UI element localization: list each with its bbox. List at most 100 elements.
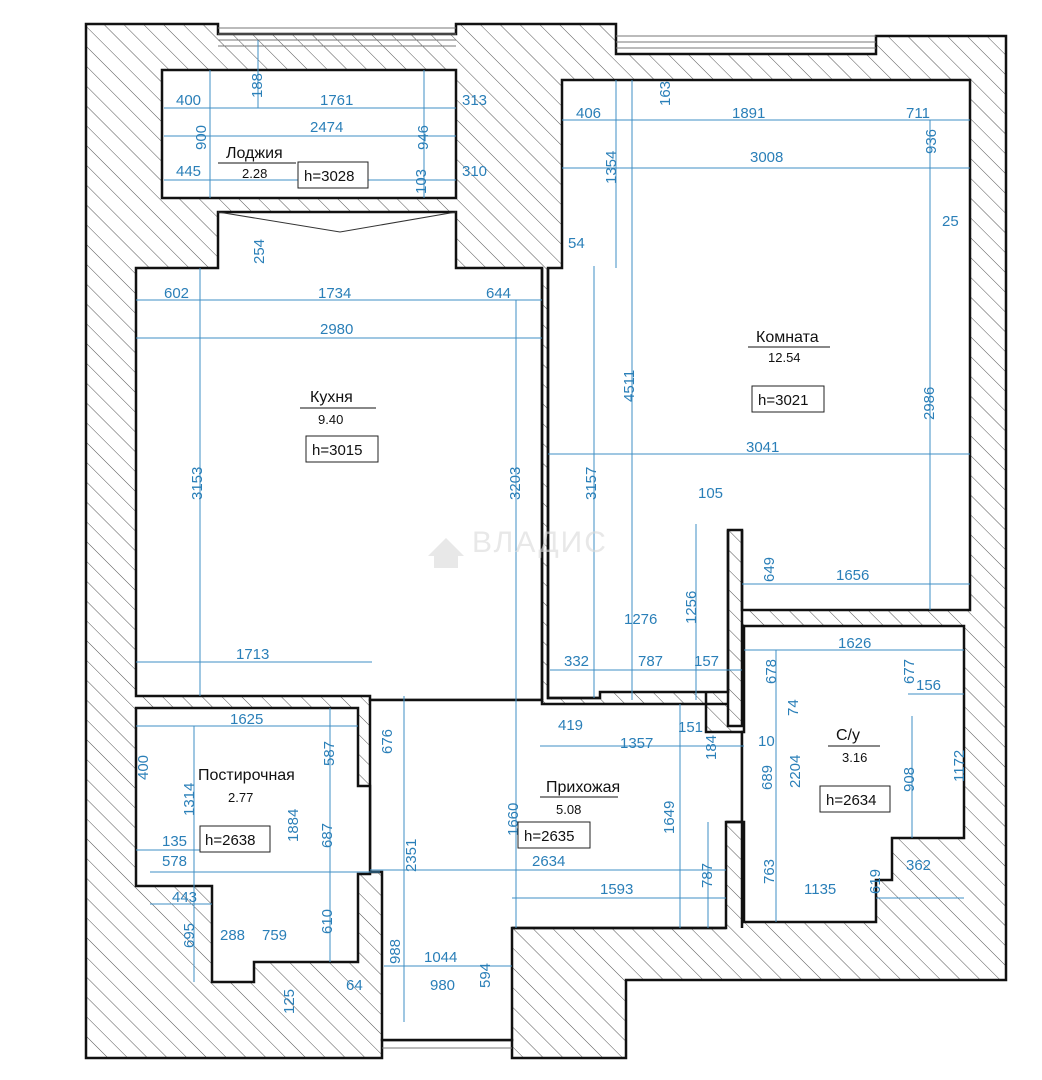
dim-label: 1649 [661,801,678,834]
room-height: h=2634 [826,792,876,809]
dimension-lines [136,40,970,1022]
dim-label: 105 [698,485,723,502]
dim-label: 135 [162,833,187,850]
dim-label: 151 [678,719,703,736]
dim-label: 3157 [583,467,600,500]
dim-label: 1761 [320,92,353,109]
dim-label: 74 [785,699,802,716]
dim-label: 619 [867,869,884,894]
dim-label: 644 [486,285,511,302]
dim-label: 4511 [621,370,638,402]
dim-label: 1357 [620,735,653,752]
dim-label: 578 [162,853,187,870]
room-name: Комната [756,329,819,346]
dim-label: 687 [319,823,336,848]
dim-label: 587 [321,741,338,766]
room-area: 2.77 [228,790,253,805]
dim-label: 1044 [424,949,457,966]
dim-label: 2204 [787,755,804,788]
dim-label: 1891 [732,105,765,122]
dim-label: 946 [415,125,432,150]
dim-label: 3203 [507,467,524,500]
dim-label: 419 [558,717,583,734]
partition-walls [512,268,744,930]
room-label: Комната 12.54 h=3021 [748,329,830,413]
room-area: 2.28 [242,166,267,181]
dim-label: 103 [413,169,430,194]
room-height: h=2635 [524,828,574,845]
dim-label: 10 [758,733,775,750]
dim-label: 763 [761,859,778,884]
dim-label: 2980 [320,321,353,338]
loggia-label: Лоджия 2.28 h=3028 [218,145,369,189]
dim-label: 678 [763,659,780,684]
dim-label: 610 [319,909,336,934]
dim-label: 400 [135,755,152,780]
loggia-room [160,68,458,200]
room-area: 3.16 [842,750,867,765]
dim-label: 649 [761,557,778,582]
dim-label: 936 [923,129,940,154]
room-name: С/у [836,727,860,744]
dim-label: 443 [172,889,197,906]
dim-label: 400 [176,92,201,109]
room-height: h=2638 [205,832,255,849]
dim-label: 54 [568,235,585,252]
dim-label: 1256 [683,591,700,624]
kitchen-label: Кухня 9.40 h=3015 [300,389,379,463]
room-name: Прихожая [546,779,620,796]
room-name: Лоджия [226,145,283,162]
dim-label: 2634 [532,853,565,870]
dim-label: 188 [249,73,266,98]
dim-label: 2351 [403,839,420,872]
dim-label: 1625 [230,711,263,728]
loggia-door-arc [217,211,457,233]
dim-label: 676 [379,729,396,754]
dim-label: 157 [694,653,719,670]
dim-label: 787 [699,863,716,888]
dim-label: 1734 [318,285,351,302]
room-height: h=3028 [304,168,354,185]
dim-label: 2986 [921,387,938,420]
dim-label: 156 [916,677,941,694]
dim-label: 602 [164,285,189,302]
dim-label: 900 [193,125,210,150]
dim-label: 689 [759,765,776,790]
dim-label: 980 [430,977,455,994]
room-area: 12.54 [768,350,801,365]
dim-label: 1713 [236,646,269,663]
dim-label: 125 [281,989,298,1014]
dim-label: 184 [703,735,720,760]
dim-label: 3041 [746,439,779,456]
dim-label: 1884 [285,809,302,842]
dim-label: 594 [477,963,494,988]
dim-label: 254 [251,239,268,264]
dim-label: 25 [942,213,959,230]
dim-label: 677 [901,659,918,684]
dim-label: 1354 [603,151,620,184]
dim-label: 332 [564,653,589,670]
dim-label: 1593 [600,881,633,898]
bathroom-label: С/у 3.16 h=2634 [819,727,891,813]
bathroom-room [740,624,966,924]
dim-label: 711 [906,105,930,122]
house-icon [428,538,464,568]
dim-label: 288 [220,927,245,944]
dim-label: 310 [462,163,487,180]
dim-label: 406 [576,105,601,122]
hall-label: Прихожая 5.08 h=2635 [517,779,620,849]
dim-label: 2474 [310,119,343,136]
dim-label: 1314 [181,783,198,816]
watermark: ВЛАДИС [428,526,606,568]
dim-label: 759 [262,927,287,944]
dim-label: 3008 [750,149,783,166]
room-area: 5.08 [556,802,581,817]
room-name: Кухня [310,389,353,406]
dim-label: 787 [638,653,663,670]
dim-label: 1276 [624,611,657,628]
dim-label: 1172 [951,750,968,782]
dim-label: 1656 [836,567,869,584]
dim-label: 695 [181,923,198,948]
room-height: h=3021 [758,392,808,409]
dim-label: 163 [657,81,674,106]
